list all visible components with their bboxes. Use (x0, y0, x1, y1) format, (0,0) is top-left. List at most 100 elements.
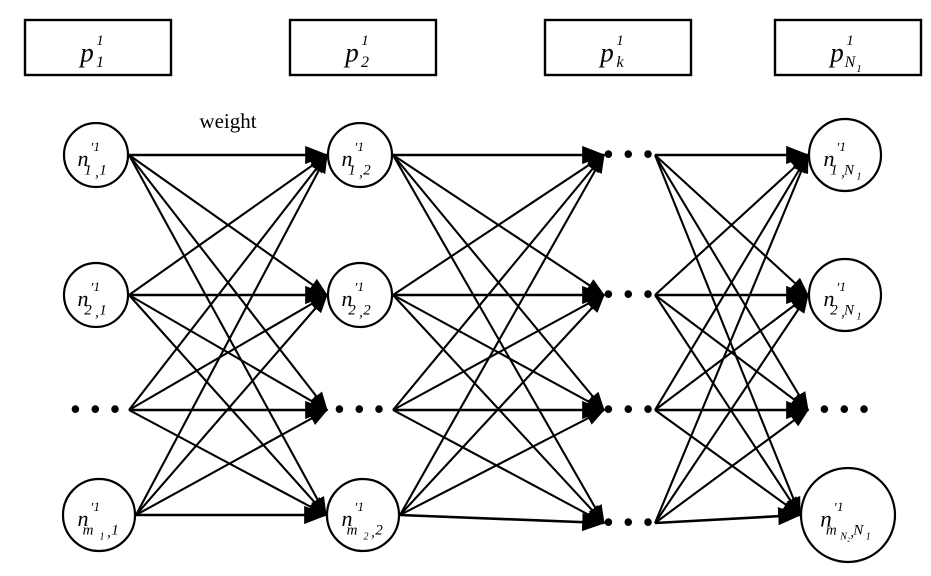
node-label-base: n (824, 286, 835, 311)
node-label-subscript-row-index: N₂ (839, 531, 851, 542)
node-circle (326, 261, 394, 329)
node-label-base: n (342, 286, 353, 311)
node-circle (325, 477, 401, 553)
node-label-prime: ′ (90, 281, 94, 296)
connection-edge (654, 293, 809, 524)
connection-edge (128, 409, 328, 516)
node-label-base: n (342, 146, 353, 171)
node-label-prime: ′ (834, 501, 838, 516)
ellipsis-marker: • • • (335, 394, 386, 425)
node-label-superscript: 1 (94, 279, 101, 294)
node-label-subscript-row: m (83, 522, 94, 538)
layer-box-rect (543, 18, 693, 77)
node-label-subscript-row: 1 (348, 162, 356, 178)
node-label-subscript-row: 1 (830, 162, 838, 178)
node-label-subscript-row-index: 1 (100, 531, 105, 542)
node-label-superscript: 1 (358, 139, 365, 154)
connection-edge (392, 154, 606, 296)
node-label-superscript: 1 (94, 499, 101, 514)
connection-edge (399, 513, 606, 532)
node-label-base: n (78, 286, 89, 311)
node-label-subscript-comma: , (359, 164, 363, 180)
ellipsis-marker: • • • (71, 394, 122, 425)
node-label-subscript-row: 1 (84, 162, 92, 178)
node-label-subscript-row-index: 2 (364, 531, 369, 542)
layer-box-rect (288, 18, 438, 77)
connection-edge (128, 154, 328, 411)
node-label-subscript-col-index: 1 (857, 171, 862, 182)
node-label-subscript-col-index: 1 (857, 311, 862, 322)
connection-edge (654, 409, 802, 516)
connection-edge (128, 294, 327, 516)
edges-group (128, 145, 810, 532)
connection-edge (392, 154, 605, 525)
node-label-superscript: 1 (358, 499, 365, 514)
box-label-superscript: 1 (616, 33, 624, 49)
ellipsis-marker: • • • (604, 394, 655, 425)
node-label-subscript-col: 2 (375, 522, 383, 538)
connection-edge (654, 154, 809, 296)
box-label-superscript: 1 (361, 33, 369, 49)
node-circle (807, 117, 883, 193)
node-label-subscript-row: 2 (84, 302, 92, 318)
node-label-base: n (820, 506, 832, 531)
node-label-subscript-col: 1 (99, 162, 107, 178)
connection-edge (654, 153, 809, 524)
box-label-base: p (598, 38, 614, 68)
node-circle (807, 257, 883, 333)
node-label-base: n (78, 506, 89, 531)
node-label-subscript-col: N (843, 162, 855, 178)
node-label-subscript-row: m (347, 522, 358, 538)
node-label-subscript-comma: , (841, 304, 845, 320)
connection-edge (135, 294, 328, 516)
connection-edge (135, 153, 328, 516)
connection-edge (654, 294, 810, 411)
node-label-subscript-comma: , (359, 304, 363, 320)
node-label-subscript-col: 1 (111, 522, 119, 538)
node-label-prime: ′ (90, 501, 94, 516)
node-label-prime: ′ (354, 501, 358, 516)
box-label-subscript: 2 (361, 54, 369, 71)
box-label-subscript: k (616, 54, 624, 71)
node-label-subscript-col: N (843, 302, 855, 318)
node-label-subscript-comma: , (107, 524, 111, 540)
ellipsis-marker: • • • (820, 394, 871, 425)
network-node: n′11,1 (62, 121, 130, 189)
node-label-base: n (824, 146, 835, 171)
connection-edge (399, 294, 605, 516)
connection-edge (135, 409, 329, 516)
box-label-subscript: 1 (96, 54, 104, 71)
node-label-subscript-comma: , (850, 524, 854, 540)
node-label-prime: ′ (836, 281, 840, 296)
layer-box-rect (23, 18, 173, 77)
node-label-superscript: 1 (840, 279, 847, 294)
connection-edge (399, 409, 606, 516)
network-node: n′12,1 (62, 261, 130, 329)
connection-edge (399, 153, 605, 516)
ellipsis-marker: • • • (604, 279, 655, 310)
network-node: n′12,2 (326, 261, 394, 329)
node-label-subscript-col-index: 1 (866, 531, 871, 542)
node-label-prime: ′ (354, 281, 358, 296)
box-label-subscript: N (844, 54, 857, 71)
node-label-prime: ′ (354, 141, 358, 156)
node-label-subscript-row: m (826, 522, 837, 538)
node-label-base: n (342, 506, 353, 531)
node-circle (62, 121, 130, 189)
node-label-subscript-col: 2 (363, 162, 371, 178)
network-node: n′11,2 (326, 121, 394, 189)
node-label-subscript-comma: , (95, 164, 99, 180)
connection-edge (392, 409, 606, 524)
node-label-subscript-comma: , (371, 524, 375, 540)
connection-edge (654, 409, 810, 524)
